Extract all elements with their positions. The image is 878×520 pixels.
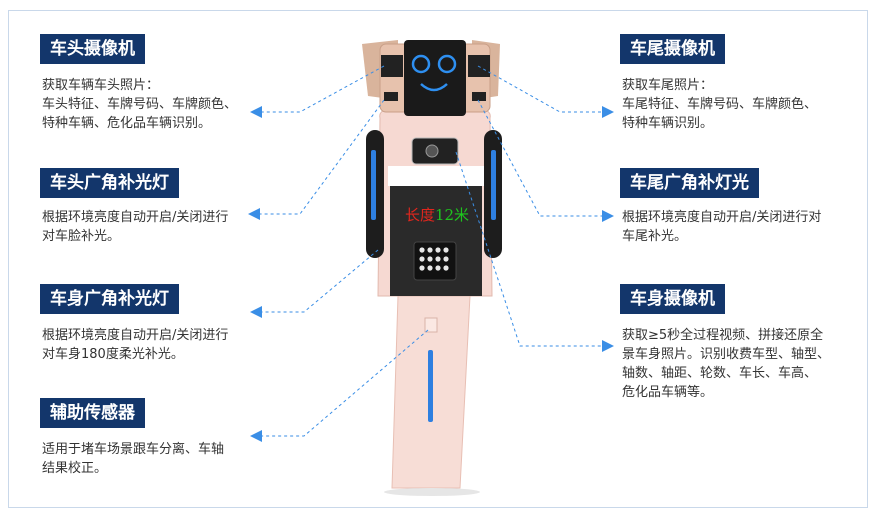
- right-arm-light: [491, 150, 496, 220]
- leader-front-light: [256, 99, 385, 215]
- face-screen: [404, 40, 466, 116]
- body-camera-desc: 获取≥5秒全过程视频、拼接还原全 景车身照片。识别收费车型、轴型、 轴数、轴距、…: [622, 328, 831, 400]
- diagram-frame: [8, 10, 868, 508]
- right-eye: [437, 54, 457, 74]
- left-arm-light: [371, 150, 376, 220]
- display-readout: 长度12米: [396, 204, 478, 225]
- leader-body-camera: [455, 151, 606, 347]
- left-eye: [411, 54, 431, 74]
- robot-shadow: [384, 488, 480, 496]
- rear-camera-title: 车尾摄像机: [620, 34, 725, 64]
- leader-rear-light: [477, 99, 606, 217]
- front-camera-title: 车头摄像机: [40, 34, 145, 64]
- body-light-desc: 根据环境亮度自动开启/关闭进行 对车身180度柔光补光。: [42, 328, 229, 362]
- rear-light-desc: 根据环境亮度自动开启/关闭进行对 车尾补光。: [622, 210, 822, 244]
- smile: [420, 83, 448, 92]
- leader-arrows: [248, 106, 614, 442]
- front-light-title: 车头广角补光灯: [40, 168, 179, 198]
- leader-front-camera: [258, 65, 385, 113]
- leader-body-light: [258, 249, 379, 313]
- display-label-strip: [388, 166, 484, 186]
- body-camera-lens: [425, 144, 439, 158]
- front-camera-left: [381, 55, 403, 77]
- body-light-title: 车身广角补光灯: [40, 284, 179, 314]
- aux-sensor-desc: 适用于堵车场景跟车分离、车轴 结果校正。: [42, 442, 225, 476]
- leader-aux-sensor: [258, 329, 429, 437]
- body-camera-title: 车身摄像机: [620, 284, 725, 314]
- keypad: [413, 241, 457, 281]
- rear-camera-desc: 获取车尾照片： 车尾特征、车牌号码、车牌颜色、 特种车辆识别。: [622, 78, 818, 131]
- front-camera-desc: 获取车辆车头照片： 车头特征、车牌号码、车牌颜色、 特种车辆、危化品车辆识别。: [42, 78, 238, 131]
- display-value: 12米: [434, 206, 470, 224]
- rear-light-right: [472, 92, 486, 101]
- aux-sensor-title: 辅助传感器: [40, 398, 145, 428]
- display-label: 长度: [404, 206, 435, 224]
- pillar-light-strip: [428, 350, 433, 422]
- leader-rear-camera: [477, 65, 606, 113]
- front-light-desc: 根据环境亮度自动开启/关闭进行 对车脸补光。: [42, 210, 229, 244]
- rear-light-title: 车尾广角补灯光: [620, 168, 759, 198]
- front-light-left: [384, 92, 398, 101]
- robot-illustration: [362, 40, 502, 496]
- leader-lines: [256, 65, 606, 437]
- pillar-sensor: [424, 317, 438, 333]
